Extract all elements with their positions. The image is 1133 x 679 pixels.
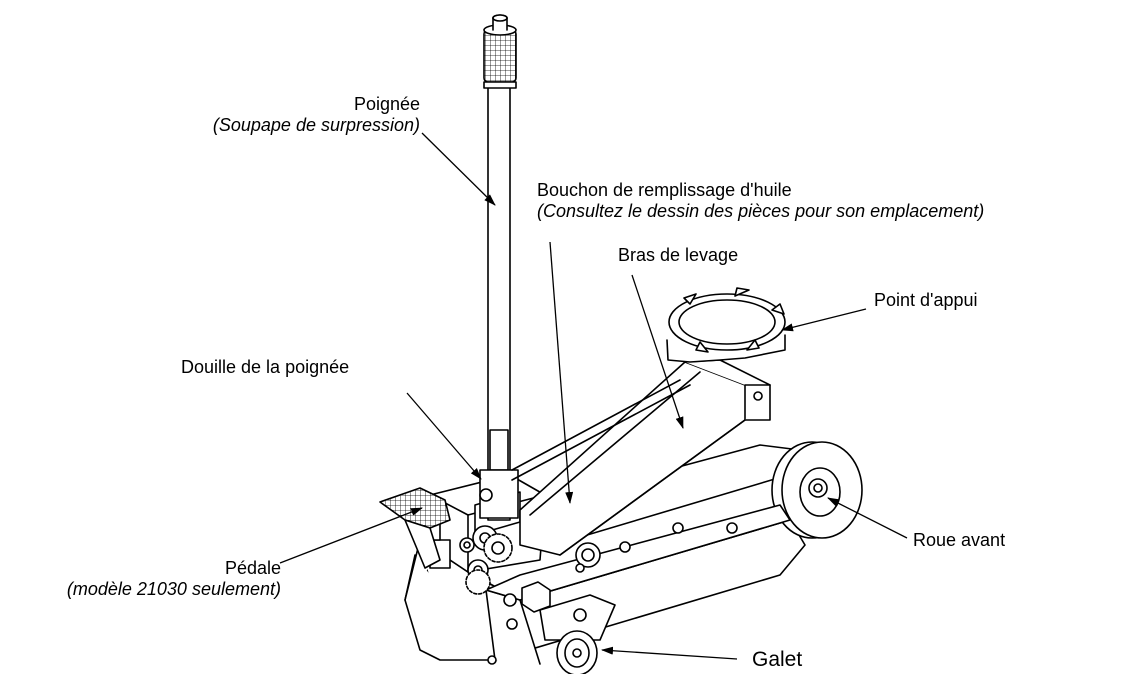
linkage-rod xyxy=(511,379,691,481)
roue-avant-arrow xyxy=(827,497,908,539)
douille-title: Douille de la poignée xyxy=(181,357,350,377)
point-appui-title: Point d'appui xyxy=(874,290,978,310)
pedale-note: (modèle 21030 seulement) xyxy=(66,579,281,599)
side-plate xyxy=(485,504,791,665)
bras-arrow xyxy=(631,274,684,429)
bouchon-arrow xyxy=(549,241,574,504)
front-wheel xyxy=(771,441,863,539)
poignee-arrow xyxy=(421,132,496,206)
galet-label: Galet xyxy=(752,648,802,672)
handle xyxy=(479,14,519,521)
bras-label: Bras de levage xyxy=(618,245,738,266)
point-appui-label: Point d'appui xyxy=(874,290,978,311)
poignee-title: Poignée xyxy=(353,94,420,114)
roue-avant-label: Roue avant xyxy=(913,530,1005,551)
caster-wheel xyxy=(539,594,616,676)
bras-title: Bras de levage xyxy=(618,245,739,265)
bouchon-note: (Consultez le dessin des pièces pour son… xyxy=(537,201,985,221)
bouchon-label: Bouchon de remplissage d'huile (Consulte… xyxy=(537,180,984,222)
galet-arrow xyxy=(601,646,738,660)
bouchon-title: Bouchon de remplissage d'huile xyxy=(537,180,792,200)
release-knob xyxy=(465,533,513,595)
roue-avant-title: Roue avant xyxy=(913,530,1006,550)
saddle xyxy=(666,287,786,363)
point-appui-arrow xyxy=(781,308,867,332)
poignee-note: (Soupape de surpression) xyxy=(212,115,420,135)
douille-label: Douille de la poignée xyxy=(181,357,349,378)
pedale-title: Pédale xyxy=(224,558,281,578)
douille-arrow xyxy=(406,392,482,480)
pedale-arrow xyxy=(279,507,423,564)
poignee-label: Poignée (Soupape de surpression) xyxy=(150,94,420,136)
pedale-label: Pédale (modèle 21030 seulement) xyxy=(0,558,281,600)
galet-title: Galet xyxy=(752,648,803,671)
